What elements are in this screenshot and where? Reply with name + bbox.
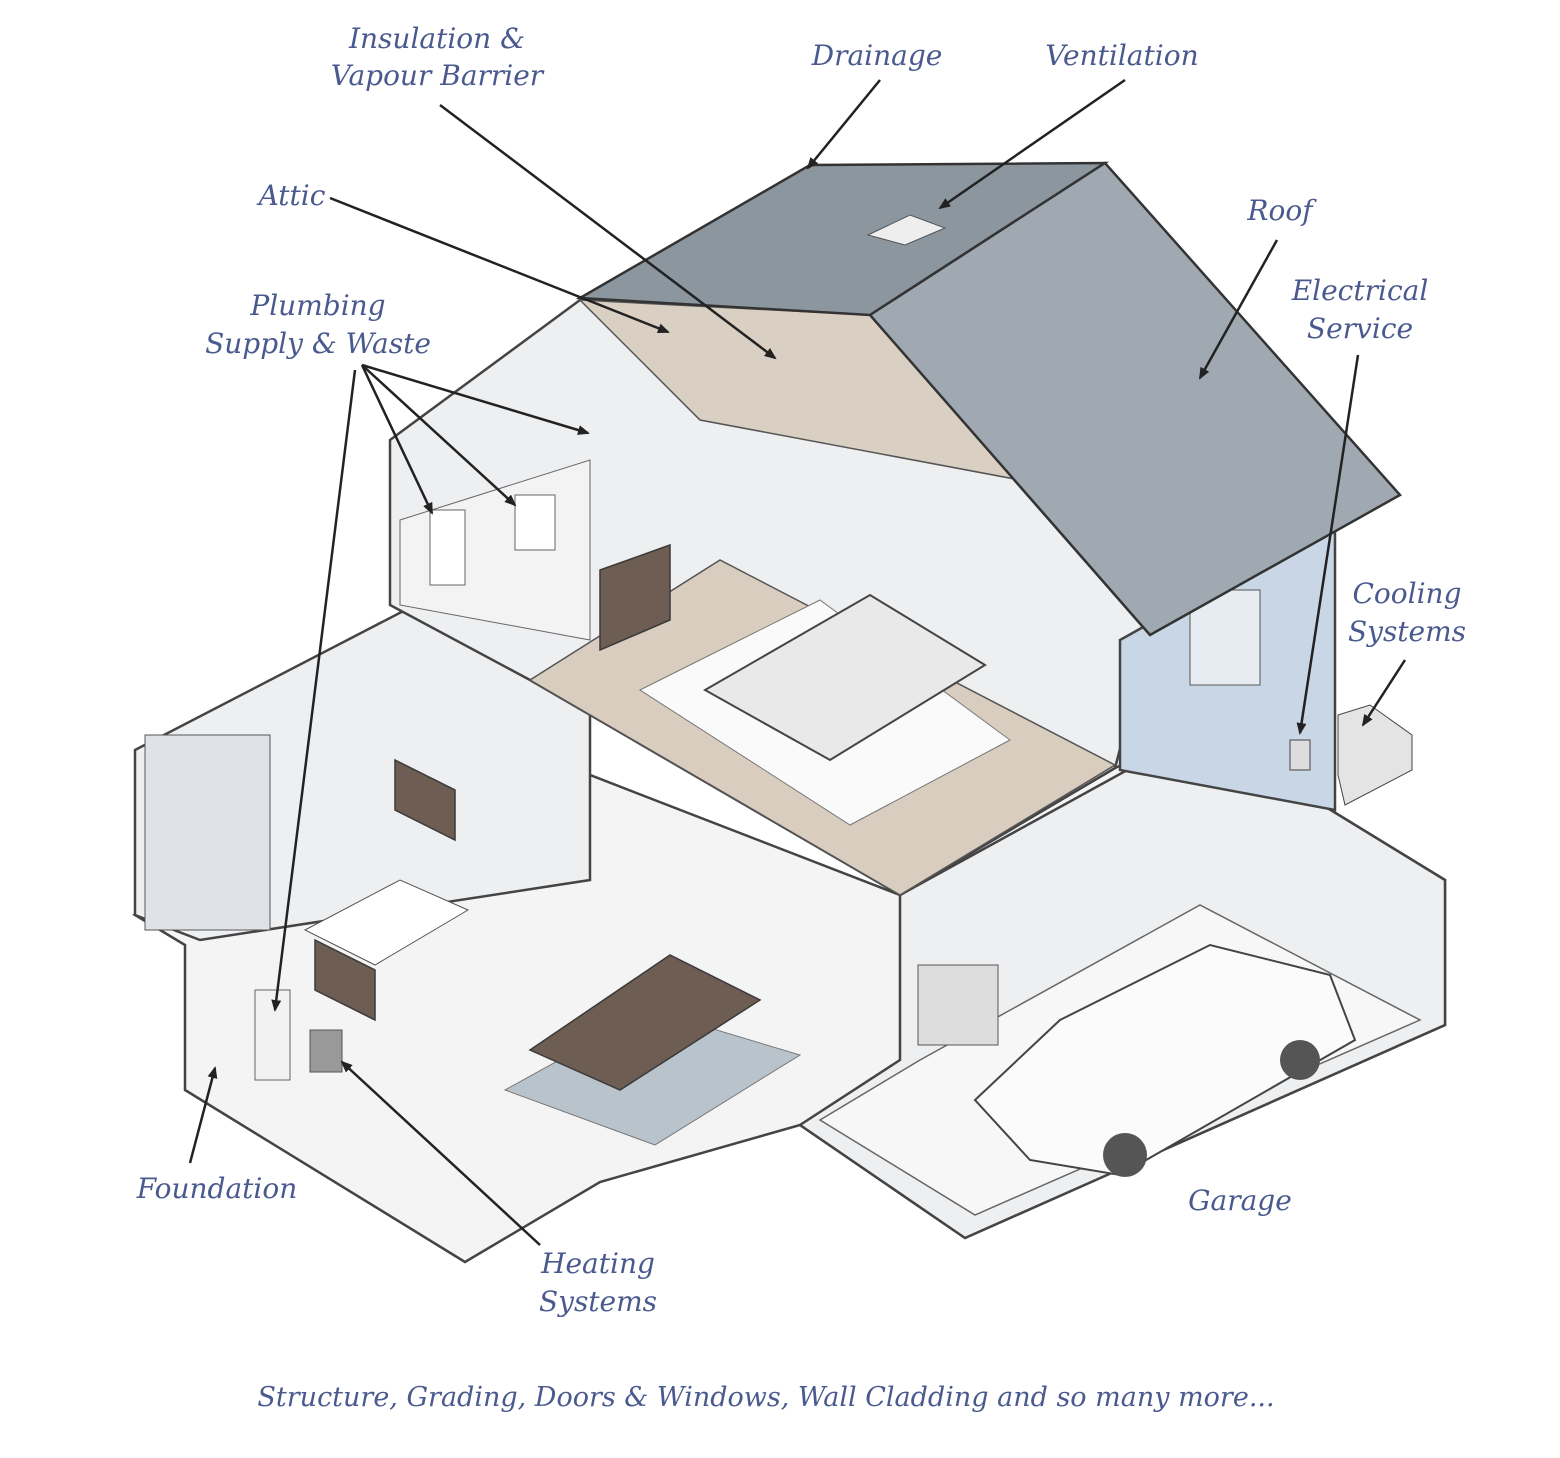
label-electrical-line2: Service	[1307, 312, 1413, 345]
label-insulation-line1: Insulation &	[348, 22, 525, 55]
label-plumbing-line1: Plumbing	[249, 289, 385, 322]
dresser	[599, 543, 671, 652]
arrow-heating	[340, 1060, 541, 1246]
kitchen-island-base	[314, 938, 376, 1022]
label-garage: Garage	[1188, 1184, 1292, 1217]
label-plumbing-line2: Supply & Waste	[205, 327, 431, 360]
arrow-roof	[1198, 239, 1279, 380]
car-wheel	[1280, 1040, 1320, 1080]
furnace	[309, 1029, 343, 1073]
ac-unit	[1337, 704, 1413, 806]
arrow-electrical	[1296, 354, 1360, 735]
water-heater	[254, 989, 291, 1081]
dining-table	[528, 954, 762, 1091]
label-insulation-line2: Vapour Barrier	[331, 59, 545, 92]
arrow-plumbing-toilet	[361, 364, 517, 507]
label-ventilation: Ventilation	[1045, 39, 1198, 72]
roof-right-plane	[868, 161, 1402, 637]
arrow-attic	[329, 196, 670, 334]
arrow-plumbing-shower	[361, 363, 590, 435]
arrow-drainage	[806, 79, 881, 170]
arrow-foundation	[188, 1066, 218, 1164]
arrow-insulation	[439, 104, 777, 360]
toilet	[514, 494, 556, 551]
callout-arrows	[188, 78, 1407, 1246]
house-illustration	[131, 161, 1447, 1264]
washer-dryer	[917, 964, 999, 1046]
cabinets	[394, 758, 456, 842]
electrical-panel	[1289, 739, 1311, 771]
refrigerator	[144, 734, 271, 931]
label-heating-line2: Systems	[539, 1285, 657, 1318]
label-cooling-line2: Systems	[1348, 615, 1466, 648]
label-roof: Roof	[1246, 194, 1317, 227]
bed	[702, 593, 987, 762]
label-foundation: Foundation	[136, 1172, 298, 1205]
kitchen-island	[303, 879, 470, 966]
sink	[429, 509, 466, 586]
roof-vent	[866, 214, 947, 246]
label-heating-line1: Heating	[540, 1247, 655, 1280]
footer-caption: Structure, Grading, Doors & Windows, Wal…	[257, 1382, 1274, 1413]
label-attic: Attic	[256, 179, 326, 212]
car	[973, 943, 1357, 1177]
arrow-cooling	[1361, 659, 1407, 727]
label-cooling-line1: Cooling	[1352, 577, 1461, 610]
arrow-ventilation	[938, 78, 1126, 210]
arrow-plumbing-basement	[271, 369, 357, 1012]
car-wheel	[1103, 1133, 1147, 1177]
label-electrical-line1: Electrical	[1291, 274, 1429, 307]
label-drainage: Drainage	[811, 39, 943, 72]
arrow-plumbing-sink	[360, 364, 434, 515]
